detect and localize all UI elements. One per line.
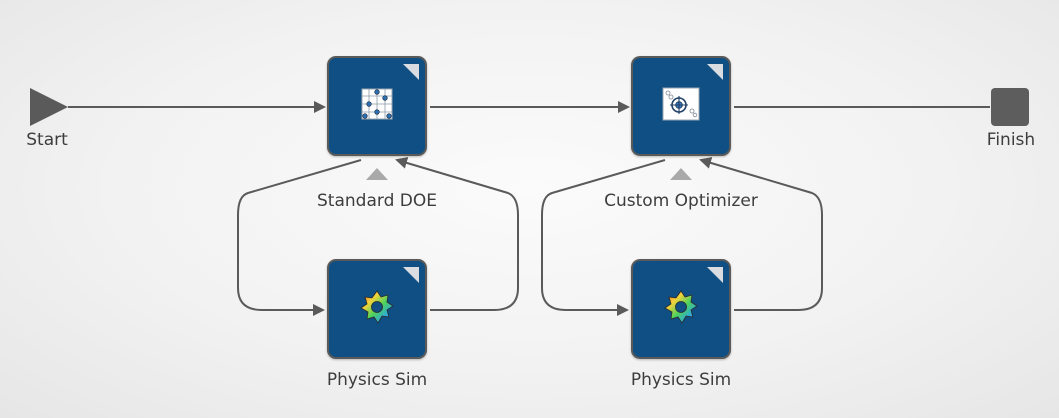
- node-label-custom-optimizer: Custom Optimizer: [604, 191, 758, 211]
- node-label-standard-doe: Standard DOE: [317, 191, 437, 211]
- node-label-physics-sim-1: Physics Sim: [326, 370, 428, 390]
- node-corner-tab: [403, 64, 419, 80]
- node-label-physics-sim-2: Physics Sim: [630, 370, 732, 390]
- finish-marker[interactable]: [991, 88, 1029, 126]
- physics-sim-gear-icon: [359, 289, 395, 329]
- node-corner-tab: [707, 267, 723, 283]
- connector-sim2-to-optimizer: [699, 157, 823, 311]
- node-custom-optimizer[interactable]: [631, 56, 731, 156]
- node-standard-doe[interactable]: [327, 56, 427, 156]
- doe-grid-icon: [360, 87, 394, 125]
- connector-sim1-to-doe: [395, 157, 519, 311]
- connector-optimizer-to-sim2: [541, 159, 666, 316]
- start-marker[interactable]: [30, 88, 68, 126]
- node-physics-sim-1[interactable]: [327, 259, 427, 359]
- node-expand-handle[interactable]: [670, 168, 692, 180]
- connector-doe-to-sim1: [237, 159, 362, 316]
- physics-sim-gear-icon: [663, 289, 699, 329]
- start-label: Start: [26, 130, 68, 150]
- finish-label: Finish: [986, 130, 1036, 150]
- optimizer-target-icon: [662, 87, 700, 125]
- node-corner-tab: [707, 64, 723, 80]
- node-expand-handle[interactable]: [366, 168, 388, 180]
- node-corner-tab: [403, 267, 419, 283]
- node-physics-sim-2[interactable]: [631, 259, 731, 359]
